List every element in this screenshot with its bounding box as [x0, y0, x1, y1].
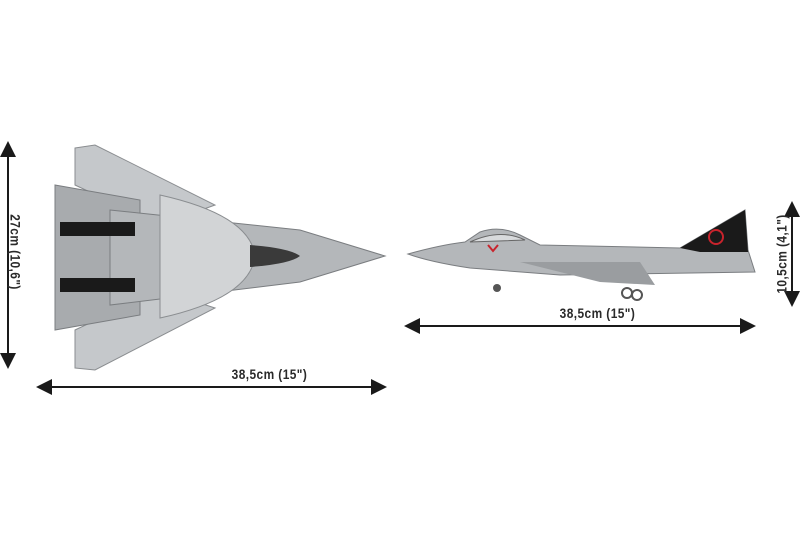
- side-view-length-label: 38,5cm (15"): [559, 305, 636, 321]
- jet-top-view: [54, 144, 387, 371]
- top-view-height-label: 27cm (10,6"): [7, 214, 24, 290]
- jet-side-view: [406, 209, 756, 301]
- side-view-height-label: 10,5cm (4,1"): [773, 214, 790, 294]
- top-view-width-label: 38,5cm (15"): [231, 366, 308, 382]
